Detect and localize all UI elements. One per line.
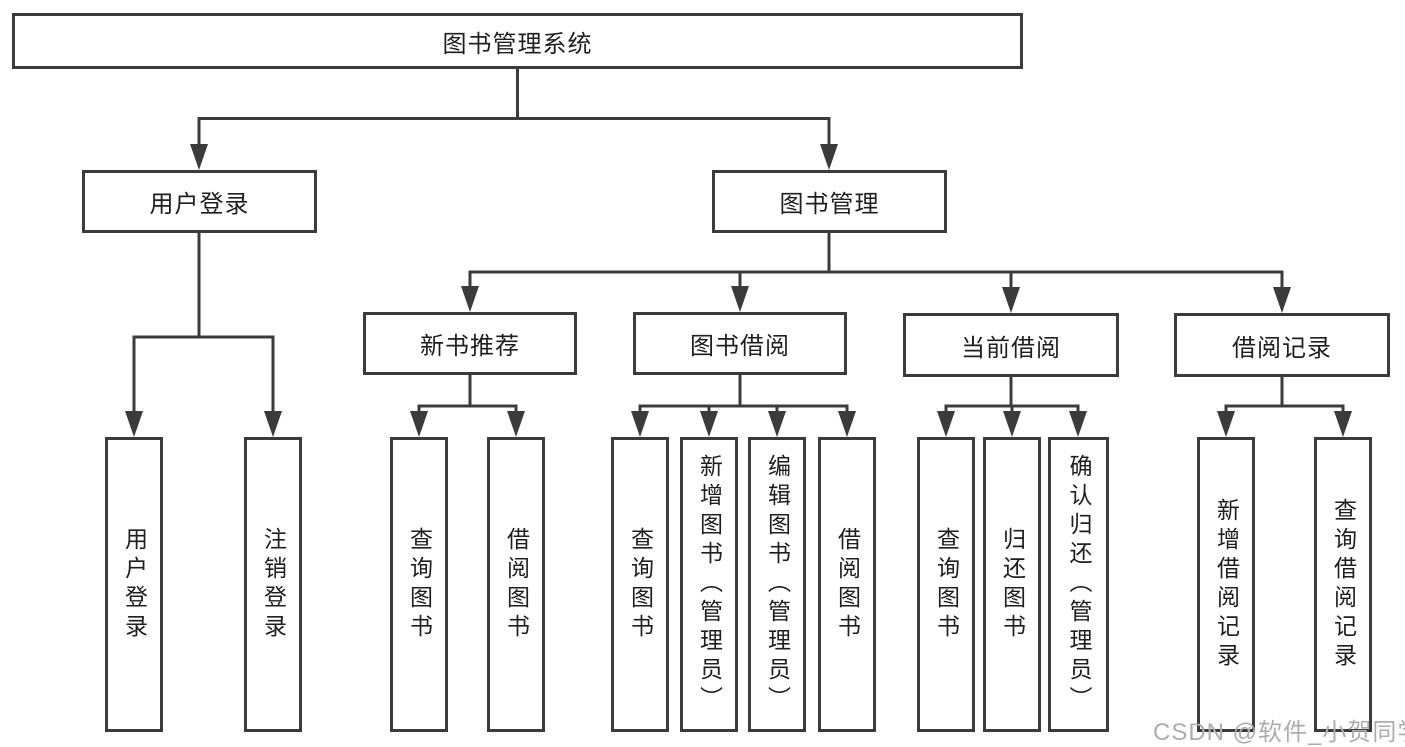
node-new-book-recommend: 新书推荐 <box>363 312 577 375</box>
csdn-watermark: CSDN @软件_小贺同学 <box>1153 719 1405 746</box>
leaf-confirm-return-admin: 确认归还（管理员） <box>1048 437 1109 732</box>
leaf-label: 注销登录 <box>260 526 287 643</box>
connector-login-rail <box>132 335 275 414</box>
leaf-label: 编辑图书（管理员） <box>764 454 791 715</box>
arrowheads <box>125 144 1352 437</box>
leaf-return-books: 归还图书 <box>983 437 1041 732</box>
leaf-label: 查询图书 <box>933 526 960 643</box>
connector-level3-rail <box>468 270 1284 290</box>
leaf-label: 用户登录 <box>121 526 148 643</box>
node-current-borrowing: 当前借阅 <box>903 313 1119 377</box>
node-label: 新书推荐 <box>420 333 520 360</box>
leaf-label: 新增图书（管理员） <box>696 454 723 715</box>
leaf-label: 新增借阅记录 <box>1213 497 1240 672</box>
node-label: 图书管理 <box>779 191 880 218</box>
leaf-query-books-current: 查询图书 <box>917 437 975 732</box>
node-book-management: 图书管理 <box>712 170 947 233</box>
leaf-label: 查询图书 <box>406 526 433 643</box>
connector-borrow-rail <box>638 404 849 414</box>
node-label: 图书借阅 <box>690 333 790 360</box>
leaf-query-books-recommend: 查询图书 <box>390 437 448 732</box>
connector-newbook-rail <box>417 404 518 414</box>
leaf-query-borrow-record: 查询借阅记录 <box>1314 437 1372 732</box>
leaf-borrow-books: 借阅图书 <box>818 437 876 732</box>
leaf-label: 确认归还（管理员） <box>1066 454 1092 715</box>
node-library-management-system: 图书管理系统 <box>12 13 1023 69</box>
leaf-query-books-borrow: 查询图书 <box>611 437 669 732</box>
node-label: 当前借阅 <box>961 334 1061 362</box>
leaf-logout: 注销登录 <box>244 437 302 732</box>
connector-level2-rail <box>197 117 831 147</box>
leaf-edit-books-admin: 编辑图书（管理员） <box>748 437 806 732</box>
leaf-add-books-admin: 新增图书（管理员） <box>680 437 738 732</box>
node-label: 用户登录 <box>149 191 250 218</box>
node-book-borrowing: 图书借阅 <box>633 312 847 375</box>
leaf-borrow-books-recommend: 借阅图书 <box>487 437 545 732</box>
node-label: 图书管理系统 <box>442 30 593 58</box>
leaf-label: 查询图书 <box>627 526 654 643</box>
leaf-add-borrow-record: 新增借阅记录 <box>1197 437 1255 732</box>
node-label: 借阅记录 <box>1232 334 1332 362</box>
node-user-login: 用户登录 <box>82 170 317 233</box>
node-borrowing-records: 借阅记录 <box>1174 313 1390 377</box>
leaf-label: 查询借阅记录 <box>1330 497 1357 672</box>
leaf-user-login: 用户登录 <box>105 437 163 732</box>
connector-record-rail <box>1224 404 1345 414</box>
leaf-label: 借阅图书 <box>834 526 861 643</box>
leaf-label: 借阅图书 <box>503 526 530 643</box>
leaf-label: 归还图书 <box>999 526 1026 643</box>
